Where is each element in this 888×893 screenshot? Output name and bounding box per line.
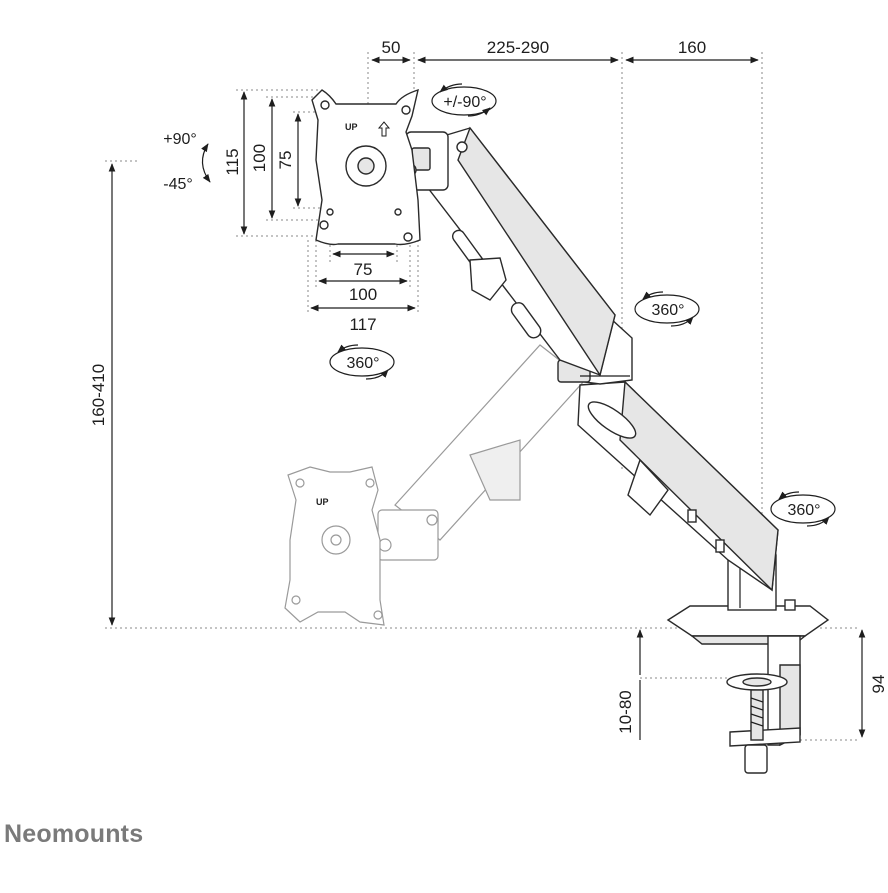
- dimension-labels: 50 225-290 160 160-410 10-80 94 115 100 …: [89, 38, 888, 734]
- brand-logo-text: Neomounts: [4, 820, 144, 848]
- monitor-arm: UP: [311, 88, 830, 774]
- swivel-label: +/-90°: [443, 94, 486, 111]
- total-height-label: 160-410: [89, 364, 108, 426]
- upper-arm: [417, 126, 616, 377]
- tilt-up-label: +90°: [163, 131, 197, 148]
- vesa-height-outer-label: 115: [223, 148, 242, 175]
- up-arrow-icon: [377, 121, 391, 137]
- tilt-down-label: -45°: [163, 176, 193, 193]
- vesa-width-outer-label: 117: [349, 315, 376, 334]
- lowered-arm-ghost: UP: [284, 344, 586, 626]
- plate-up-label: UP: [345, 122, 358, 132]
- elbow-rotation-badge: 360°: [634, 291, 700, 327]
- guide-lines: [105, 52, 860, 741]
- desk-thickness-label: 10-80: [616, 690, 635, 733]
- vesa-plate: UP: [311, 88, 421, 246]
- vesa-height-mid-label: 100: [250, 144, 269, 172]
- rotation-badges: +/-90° +90° -45° 360° 360° 360°: [163, 83, 836, 527]
- dimension-lines: [108, 56, 866, 740]
- arm-reach-label: 225-290: [487, 38, 549, 57]
- tilt-depth-label: 50: [382, 38, 401, 57]
- plate-rotation-badge: 360°: [329, 344, 395, 380]
- base-offset-label: 160: [678, 38, 706, 57]
- ghost-plate-up-label: UP: [316, 497, 329, 507]
- desk-clamp: [666, 599, 830, 774]
- vesa-width-mid-label: 100: [349, 285, 377, 304]
- base-rotation-label: 360°: [787, 502, 820, 519]
- swivel-badge: +/-90°: [431, 83, 497, 117]
- vesa-height-inner-label: 75: [276, 151, 295, 170]
- plate-rotation-label: 360°: [346, 355, 379, 372]
- clamp-height-label: 94: [869, 675, 888, 694]
- elbow-rotation-label: 360°: [651, 302, 684, 319]
- tilt-badge: +90° -45°: [163, 131, 211, 193]
- base-rotation-badge: 360°: [770, 491, 836, 527]
- vesa-width-inner-label: 75: [354, 260, 373, 279]
- lower-arm: [577, 380, 779, 592]
